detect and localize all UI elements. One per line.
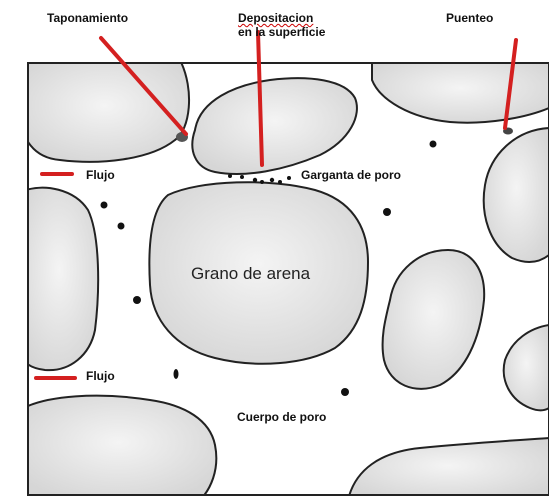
sand-grain bbox=[484, 128, 549, 262]
label-cuerpo: Cuerpo de poro bbox=[237, 410, 326, 424]
label-flujo-top: Flujo bbox=[86, 168, 115, 182]
label-depositacion-line2: en la superficie bbox=[238, 25, 325, 39]
label-grano: Grano de arena bbox=[191, 264, 310, 284]
sand-grain bbox=[348, 438, 549, 500]
label-depositacion-line1: Depositacion bbox=[238, 11, 313, 25]
sand-grain bbox=[372, 60, 549, 123]
label-depositacion: Depositacion en la superficie bbox=[238, 11, 325, 39]
label-flujo-bottom: Flujo bbox=[86, 369, 115, 383]
label-puenteo: Puenteo bbox=[446, 11, 493, 25]
sand-grain bbox=[20, 396, 216, 500]
sand-grain bbox=[192, 78, 357, 174]
sand-grain bbox=[20, 188, 98, 370]
label-garganta: Garganta de poro bbox=[301, 168, 401, 182]
sand-grain bbox=[504, 325, 549, 410]
label-taponamiento: Taponamiento bbox=[47, 11, 128, 25]
sand-grain bbox=[383, 250, 485, 389]
